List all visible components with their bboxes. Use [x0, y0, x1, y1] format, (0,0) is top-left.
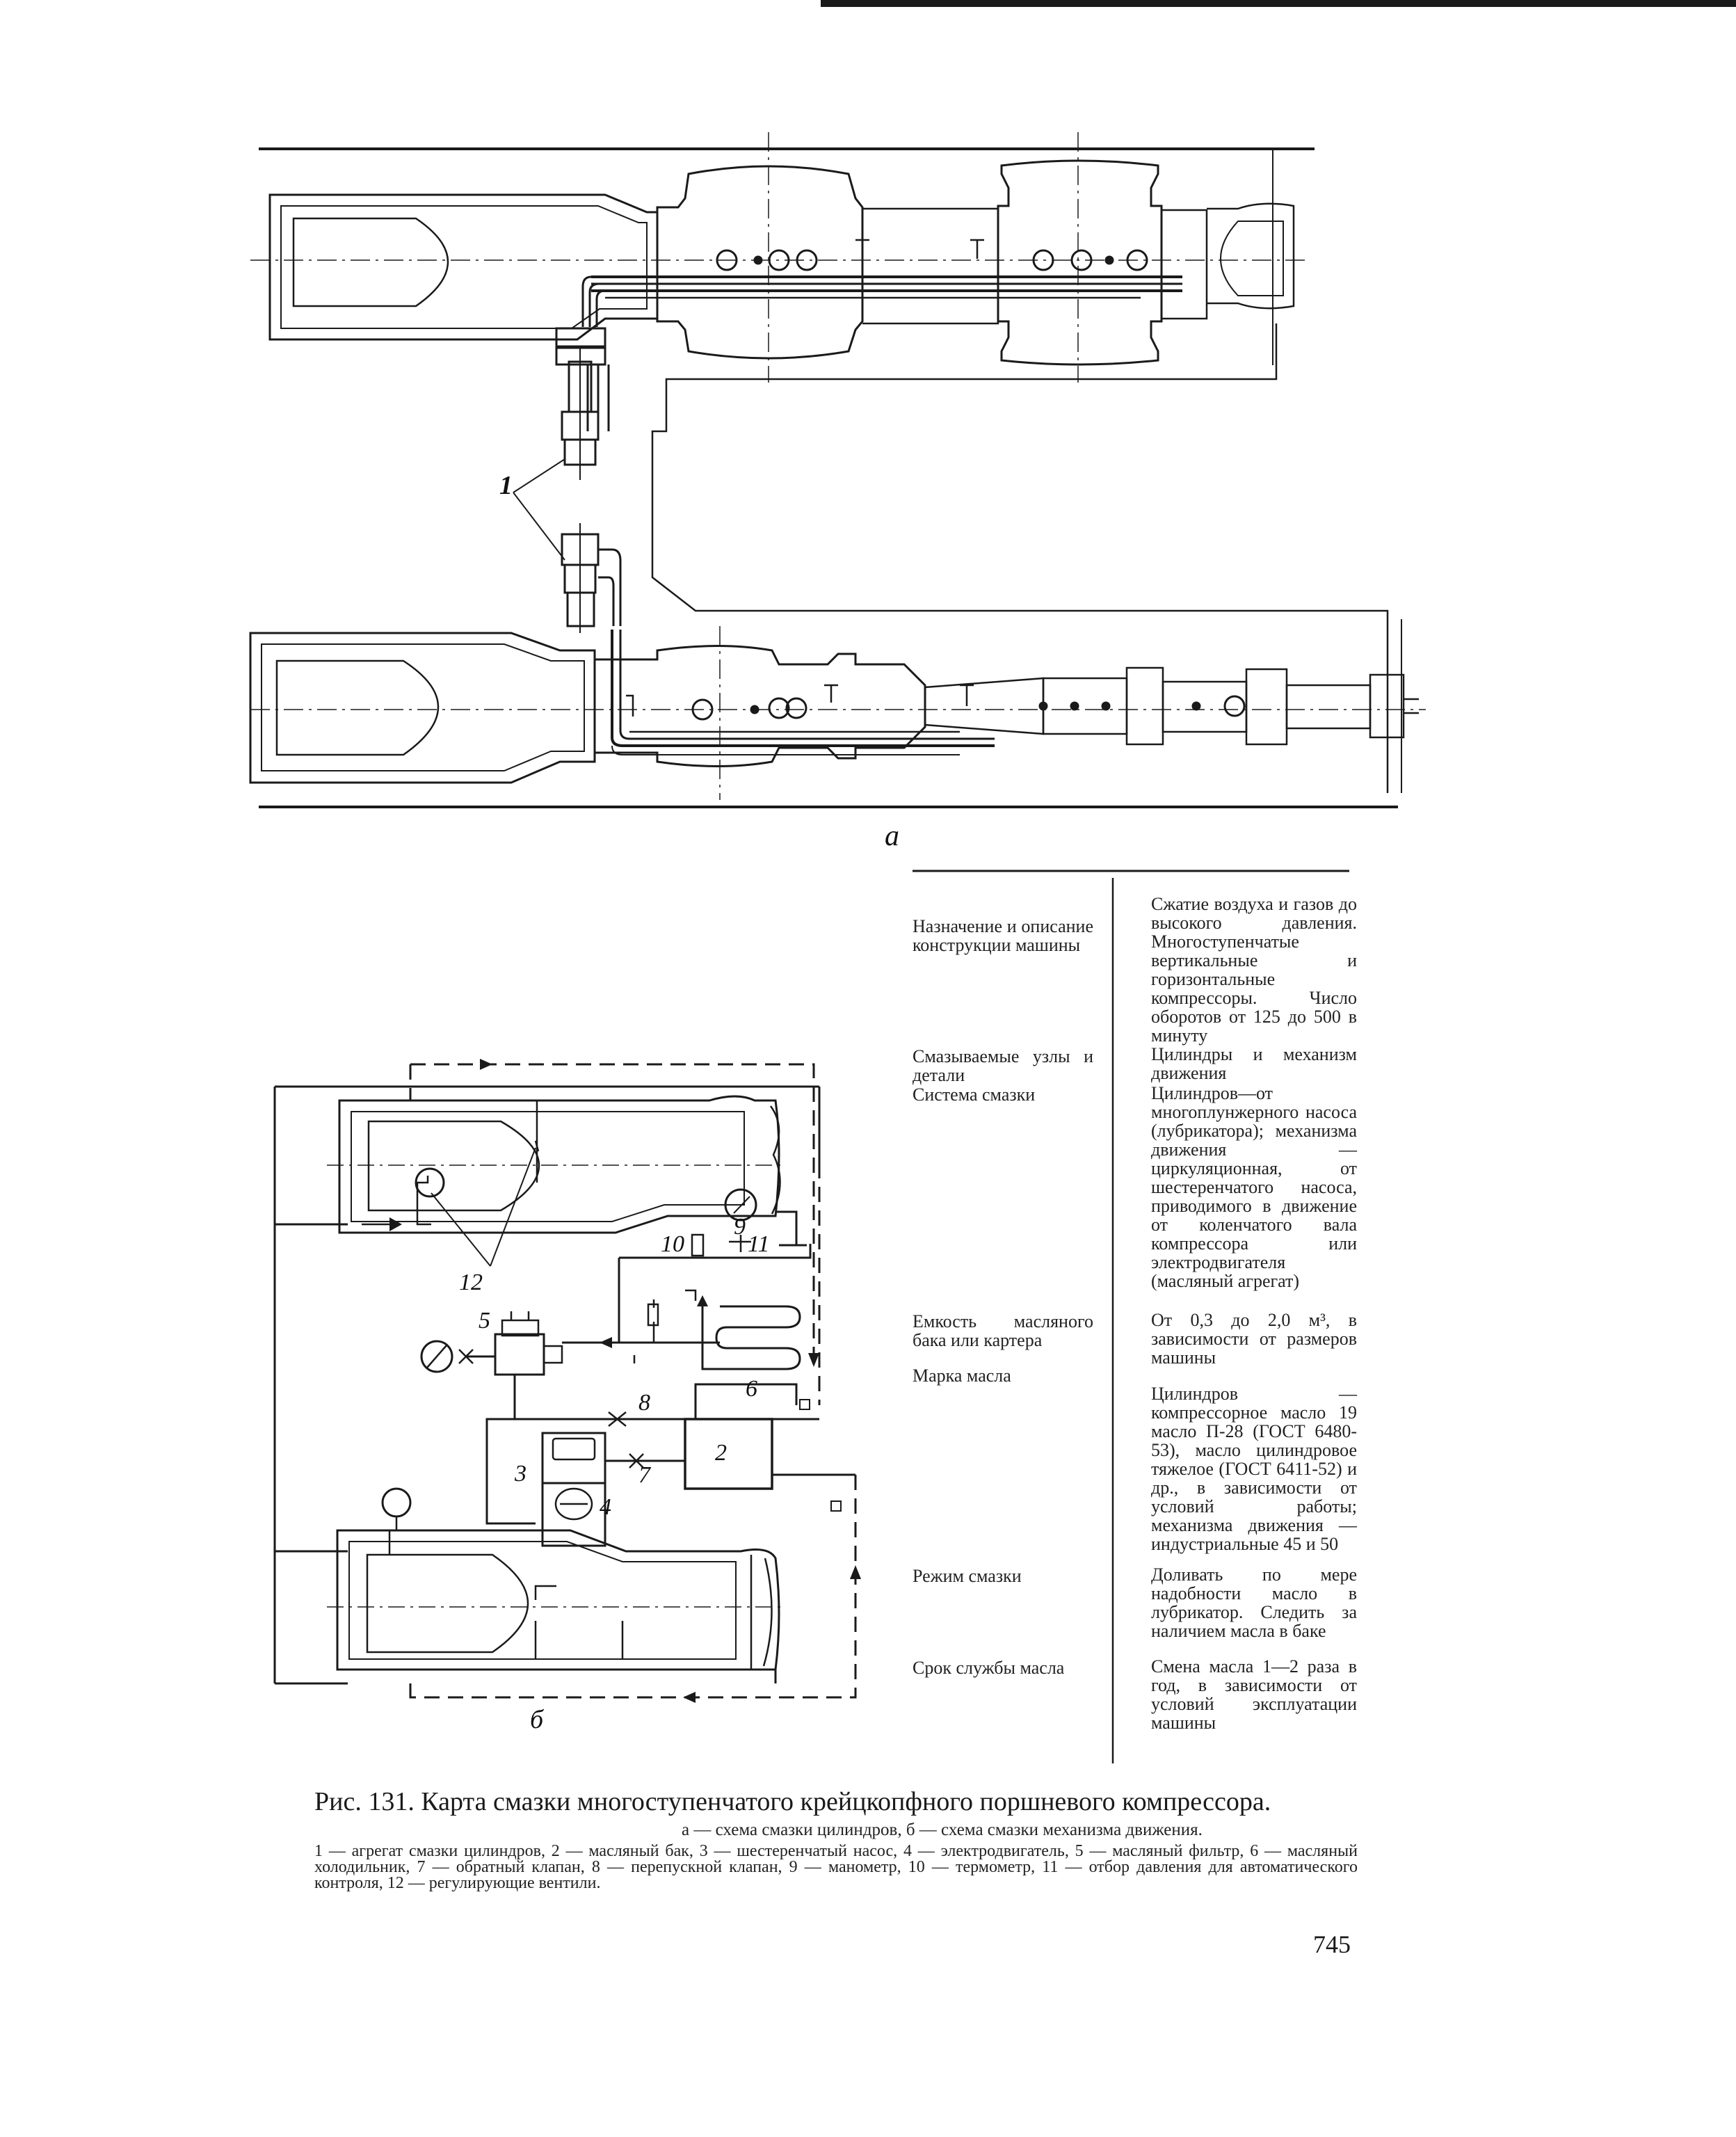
callout-5: 5 [479, 1308, 490, 1334]
table-row-value-tank-capacity: От 0,3 до 2,0 м³, в зависимости от разме… [1151, 1310, 1357, 1368]
callout-12: 12 [459, 1270, 483, 1295]
table-row-value-lubrication-mode: Доливать по мере надобности масло в лубр… [1151, 1564, 1357, 1641]
table-row-label-tank-capacity: Емкость масляного бака или картера [913, 1311, 1093, 1350]
table-row-label-purpose: Назначение и описание конструкции машины [913, 916, 1093, 955]
table-row-value-oil-grade: Цилиндров — компрессорное масло 19 масло… [1151, 1384, 1357, 1554]
callout-6: 6 [746, 1376, 757, 1402]
diagram-a-cylinders-lubrication [249, 147, 1419, 808]
figure-caption-subtitle: а — схема смазки цилиндров, б — схема см… [682, 1820, 1203, 1839]
diagram-b-motion-mechanism-lubrication [273, 1085, 855, 1685]
table-row-value-lubricated-parts: Цилиндры и механизм движения [1151, 1044, 1357, 1083]
callout-9: 9 [734, 1214, 746, 1240]
table-row-label-oil-grade: Марка масла [913, 1366, 1011, 1386]
page-edge-shadow [821, 0, 1736, 7]
table-row-label-lubrication-system: Система смазки [913, 1084, 1036, 1105]
callout-1: 1 [499, 471, 513, 500]
table-row-label-lubrication-mode: Режим смазки [913, 1566, 1022, 1586]
table-row-label-oil-service-life: Срок службы масла [913, 1658, 1065, 1678]
figure-caption-title: Рис. 131. Карта смазки многоступенчатого… [314, 1787, 1271, 1816]
callout-3: 3 [515, 1461, 527, 1487]
label-diagram-a: а [885, 820, 899, 852]
table-row-label-lubricated-parts: Смазываемые узлы и детали [913, 1046, 1093, 1085]
callout-2: 2 [715, 1440, 727, 1466]
table-row-value-oil-service-life: Смена масла 1—2 раза в год, в зависимост… [1151, 1656, 1357, 1733]
table-row-value-lubrication-system: Цилиндров—от многоплунжерного насоса (лу… [1151, 1083, 1357, 1291]
table-row-value-purpose: Сжатие воздуха и газов до высокого давле… [1151, 894, 1357, 1046]
callout-11: 11 [748, 1231, 770, 1257]
callout-10: 10 [661, 1231, 684, 1257]
label-diagram-b: б [530, 1705, 544, 1734]
callout-8: 8 [638, 1390, 650, 1416]
page-number: 745 [1313, 1930, 1351, 1958]
callout-7: 7 [638, 1462, 650, 1488]
figure-legend: 1 — агрегат смазки цилиндров, 2 — маслян… [314, 1842, 1358, 1892]
callout-4: 4 [600, 1494, 611, 1520]
